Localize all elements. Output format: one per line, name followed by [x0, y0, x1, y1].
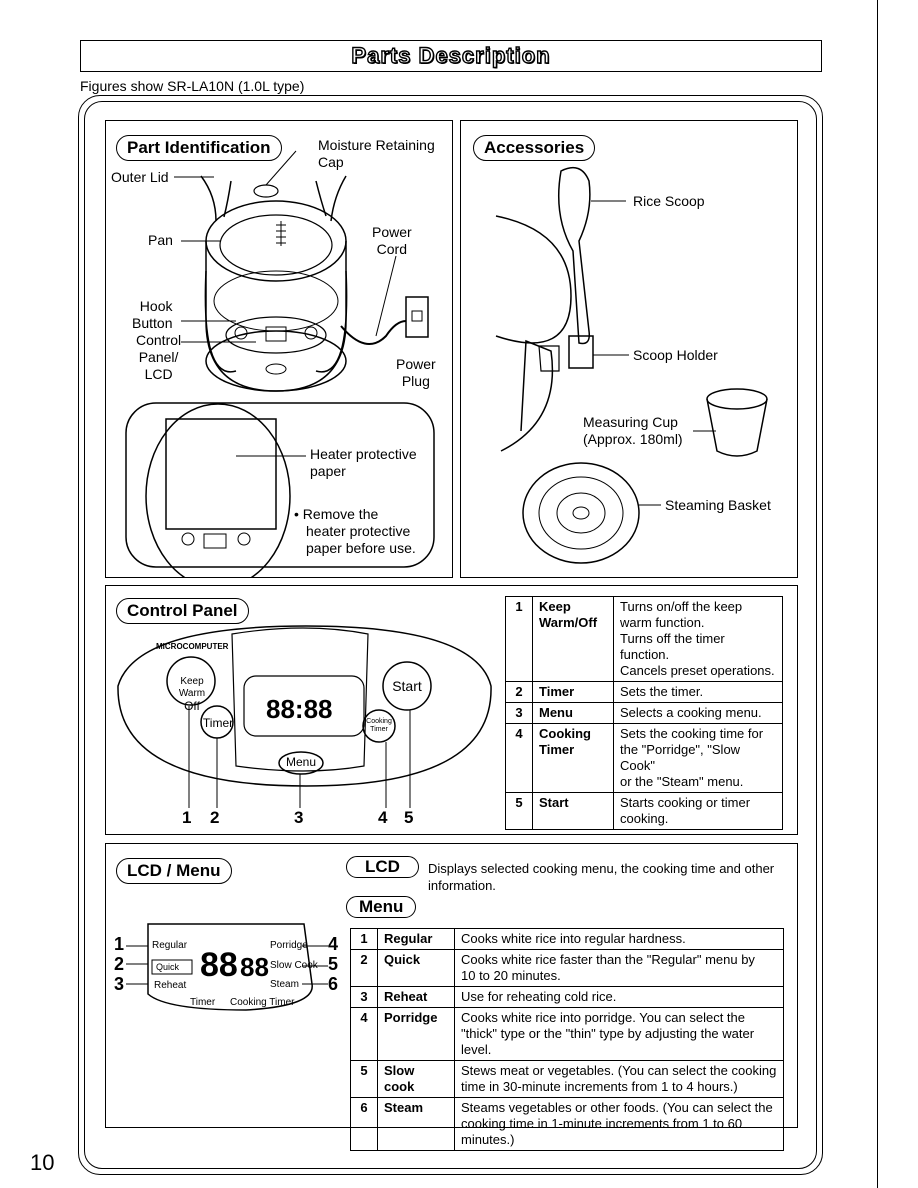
page-number: 10: [30, 1150, 55, 1175]
control-panel-label: Control Panel/ LCD: [136, 332, 182, 382]
table-row: 5 Slow cook Stews meat or vegetables. (Y…: [350, 1060, 784, 1098]
menu-pill: Menu: [346, 896, 417, 918]
table-row: 4 Porridge Cooks white rice into porridg…: [350, 1007, 784, 1061]
cooking-timer-button[interactable]: Cooking Timer: [366, 718, 392, 733]
table-row: 1 Regular Cooks white rice into regular …: [350, 928, 784, 950]
title-box: Parts Description: [80, 40, 822, 72]
lcd-steam: Steam: [270, 979, 299, 990]
lcd-callout-1: 1: [114, 934, 125, 954]
accessories-illustration: [495, 166, 768, 564]
measuring-cup-label: Measuring Cup (Approx. 180ml): [583, 414, 683, 447]
control-panel-heading: Control Panel: [116, 598, 249, 624]
power-plug-label: Power Plug: [396, 356, 436, 389]
lcd-callout-5: 5: [328, 954, 339, 974]
lcd-timer: Timer: [190, 997, 216, 1008]
hook-button-label: Hook Button: [132, 298, 173, 331]
heater-paper-label: Heater protective paper: [310, 446, 417, 479]
lcd-pill: LCD: [346, 856, 419, 878]
control-panel-illustration: 88:88: [117, 625, 492, 808]
table-row: 6 Steam Steams vegetables or other foods…: [350, 1097, 784, 1151]
callout-5: 5: [404, 808, 414, 827]
table-row: 2 Timer Sets the timer.: [505, 681, 783, 703]
svg-text:88:88: 88:88: [266, 694, 333, 724]
pan-label: Pan: [148, 232, 173, 248]
svg-text:88: 88: [240, 952, 269, 982]
remove-paper-note: • Remove the heater protective paper bef…: [294, 506, 416, 556]
svg-text:88: 88: [200, 946, 238, 984]
lcd-cooking-timer: Cooking Timer: [230, 997, 295, 1008]
callout-3: 3: [294, 808, 304, 827]
scoop-holder-label: Scoop Holder: [633, 347, 718, 363]
rice-scoop-label: Rice Scoop: [633, 193, 705, 209]
power-cord-label: Power Cord: [372, 224, 412, 257]
callout-4: 4: [378, 808, 388, 827]
lcd-menu-heading: LCD / Menu: [116, 858, 232, 884]
table-row: 2 Quick Cooks white rice faster than the…: [350, 949, 784, 987]
lcd-menu-section: LCD / Menu LCD Displays selected cooking…: [105, 843, 798, 1151]
part-identification-panel: Part Identification: [105, 120, 453, 578]
lcd-regular: Regular: [152, 940, 188, 951]
accessories-heading: Accessories: [473, 135, 596, 161]
lcd-callout-2: 2: [114, 954, 125, 974]
part-identification-heading: Part Identification: [116, 135, 282, 161]
lcd-porridge: Porridge: [270, 940, 308, 951]
table-row: 3 Menu Selects a cooking menu.: [505, 702, 783, 724]
lcd-callout-6: 6: [328, 974, 339, 994]
callout-1: 1: [182, 808, 192, 827]
lcd-callout-4: 4: [328, 934, 339, 954]
brand-label: MICROCOMPUTER: [156, 642, 229, 651]
page-title: Parts Description: [351, 42, 551, 68]
figure-note: Figures show SR-LA10N (1.0L type): [80, 78, 305, 94]
lcd-illustration: 88 88: [126, 923, 328, 1011]
outer-frame: [78, 95, 823, 1175]
callout-2: 2: [210, 808, 220, 827]
keep-warm-off-button[interactable]: Keep Warm Off: [178, 676, 206, 713]
start-button[interactable]: Start: [392, 678, 422, 694]
inner-frame: [84, 101, 817, 1169]
control-panel-section: Control Panel 88:88 MICROCOMPUTER Keep W…: [105, 585, 798, 835]
lcd-callout-3: 3: [114, 974, 125, 994]
lcd-slow-cook: Slow Cook: [270, 960, 318, 971]
lcd-description: Displays selected cooking menu, the cook…: [428, 861, 775, 893]
lcd-reheat: Reheat: [154, 980, 187, 991]
steaming-basket-label: Steaming Basket: [665, 497, 771, 513]
table-row: 3 Reheat Use for reheating cold rice.: [350, 986, 784, 1008]
timer-button[interactable]: Timer: [202, 716, 234, 730]
menu-table: 1 Regular Cooks white rice into regular …: [350, 928, 784, 1151]
menu-button[interactable]: Menu: [285, 755, 317, 769]
moisture-cap-label: Moisture Retaining Cap: [318, 137, 435, 170]
accessories-panel: Accessories Rice Scoop Scoop Holder Meas…: [460, 120, 798, 578]
rice-cooker-illustration: [125, 150, 435, 577]
lcd-quick: Quick: [156, 962, 180, 972]
outer-lid-label: Outer Lid: [111, 169, 169, 185]
page-edge-line: [877, 0, 878, 1188]
